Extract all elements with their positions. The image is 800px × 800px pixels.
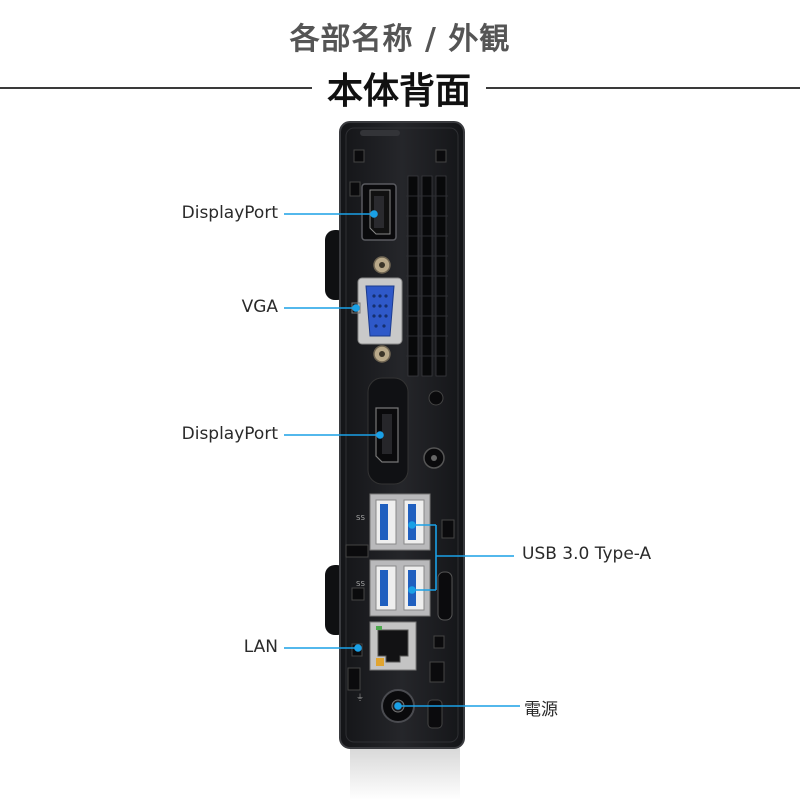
- callout-label-power: 電源: [524, 700, 558, 720]
- divider-right: [486, 87, 800, 89]
- callout-label-lan: LAN: [243, 637, 278, 657]
- divider-left: [0, 87, 312, 89]
- svg-text:⏚: ⏚: [356, 693, 364, 702]
- callout-label-displayport-top: DisplayPort: [181, 203, 278, 223]
- displayport-icon: [361, 183, 397, 241]
- callout-label-vga: VGA: [241, 297, 278, 317]
- svg-text:SS: SS: [356, 514, 365, 522]
- section-title: 本体背面: [326, 71, 471, 112]
- vga-icon: [351, 256, 403, 363]
- displayport-icon: [367, 377, 409, 485]
- svg-text:SS: SS: [356, 580, 365, 588]
- lan-icon: [369, 621, 417, 671]
- callout-label-displayport-bottom: DisplayPort: [181, 424, 278, 444]
- callout-lines: [284, 210, 520, 710]
- callout-label-usb: USB 3.0 Type-A: [522, 544, 652, 564]
- floor-reflection: [350, 748, 460, 800]
- page-title: 各部名称 / 外観: [289, 22, 511, 57]
